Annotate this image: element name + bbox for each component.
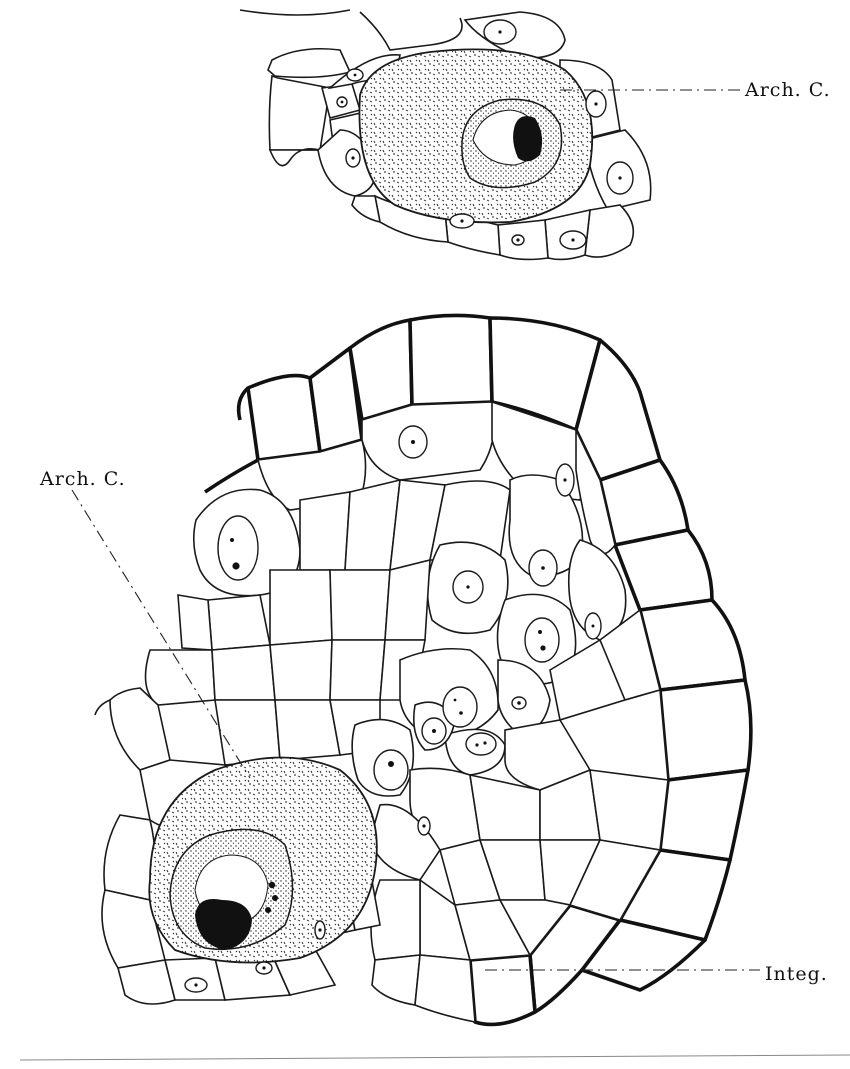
label-arch-c-top: Arch. C. xyxy=(744,79,831,101)
lower-ovule-section xyxy=(72,315,760,1024)
nucleolus-top xyxy=(513,116,542,161)
label-integ: Integ. xyxy=(765,963,828,985)
label-arch-c-left: Arch. C. xyxy=(39,468,126,490)
upper-ovule-section xyxy=(240,10,745,259)
